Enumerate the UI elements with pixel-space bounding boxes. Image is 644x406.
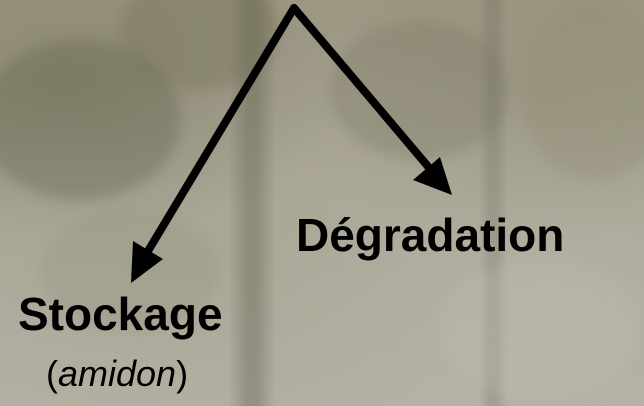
note-close-paren: ) [176, 353, 189, 394]
tree-trunk [228, 0, 276, 406]
arrow-to-degradation [290, 4, 452, 195]
foliage-patch [520, 0, 644, 180]
foliage-patch [0, 40, 180, 200]
foliage-patch [40, 210, 220, 330]
stockage-note: (amidon) [46, 356, 188, 392]
degradation-label: Dégradation [296, 209, 565, 261]
stockage-label: Stockage [18, 288, 223, 340]
foliage-patch [440, 260, 640, 400]
arrow-to-stockage [131, 4, 298, 283]
tree-trunk [478, 0, 508, 406]
note-open-paren: ( [46, 353, 58, 394]
amidon-term: amidon [58, 353, 177, 394]
